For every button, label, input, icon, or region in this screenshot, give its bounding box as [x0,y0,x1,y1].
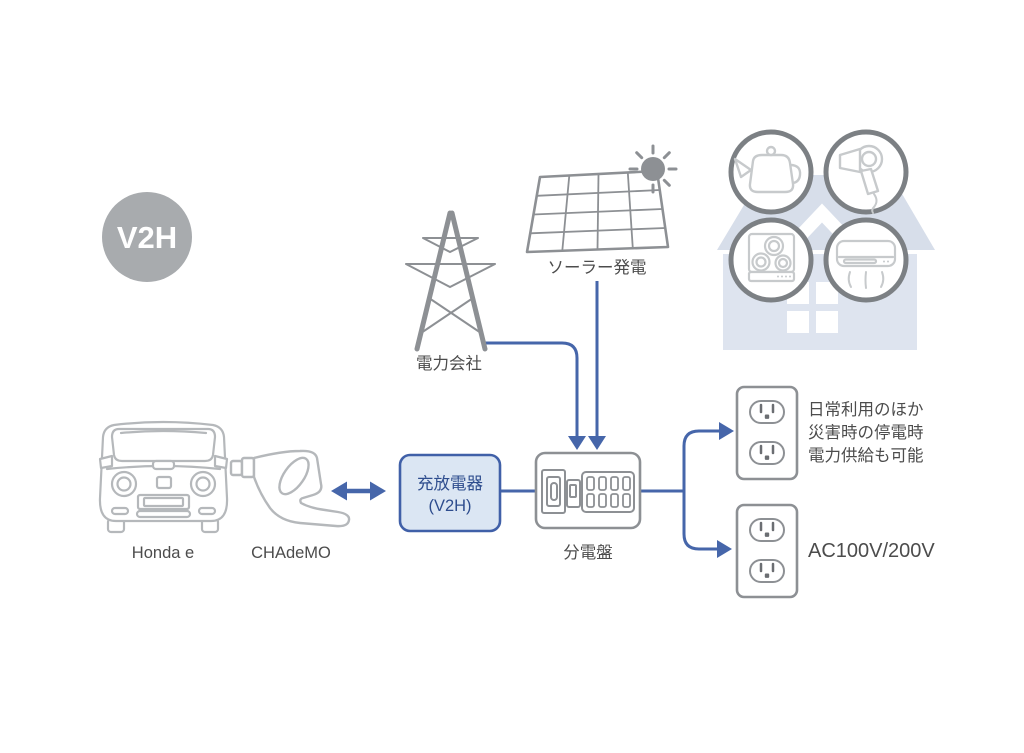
hair-dryer-icon [838,144,884,214]
outlet-bottom-arrowhead [717,540,732,558]
badge-circle [102,192,192,282]
grid-arrowhead [568,436,586,450]
outlet-note-line3: 電力供給も可能 [808,446,924,465]
solar-label: ソーラー発電 [548,258,647,277]
sun-icon [628,144,678,194]
distribution-board-icon [534,451,642,530]
outlet-top-arrowhead [719,422,734,440]
charger-box-label-line2: (V2H) [428,497,471,515]
induction-stove-icon [747,232,796,283]
panel-to-outlets-line [640,429,720,551]
outlet-bottom-icon [735,503,799,599]
connector-label: CHAdeMO [251,544,331,562]
outlet-top-icon [735,385,799,481]
grid-label: 電力会社 [416,354,482,373]
panel-label: 分電盤 [563,543,613,562]
kettle-icon [733,145,802,194]
outlet-note-line2: 災害時の停電時 [808,423,924,442]
honda-e-car-icon [98,420,229,534]
arrowheads [331,422,734,558]
transmission-tower-icon [405,210,496,352]
charger-box-label-line1: 充放電器 [417,474,484,493]
v2h-badge: V2H [102,192,192,282]
appliance-hair-dryer [823,129,909,215]
vehicle-label: Honda e [132,544,194,562]
ac-voltage-label: AC100V/200V [808,540,935,562]
house-windows [787,282,838,333]
chademo-connector-icon [229,449,351,528]
connection-lines [341,281,720,551]
solar-panel-icon [525,169,670,254]
appliance-badges [728,129,909,303]
grid-to-panel-line [484,341,579,437]
appliance-air-conditioner [823,217,909,303]
solar-arrowhead [588,436,606,450]
appliance-kettle [728,129,814,215]
badge-label: V2H [117,220,177,255]
bidirectional-arrow-left-head [331,481,347,501]
charger-box: 充放電器 (V2H) [398,453,502,533]
appliance-stove [728,217,814,303]
bidirectional-arrow-right-head [370,481,386,501]
outlet-usage-note: 日常利用のほか 災害時の停電時 電力供給も可能 [808,400,924,465]
air-conditioner-icon [835,239,897,289]
outlet-note-line1: 日常利用のほか [808,400,924,419]
